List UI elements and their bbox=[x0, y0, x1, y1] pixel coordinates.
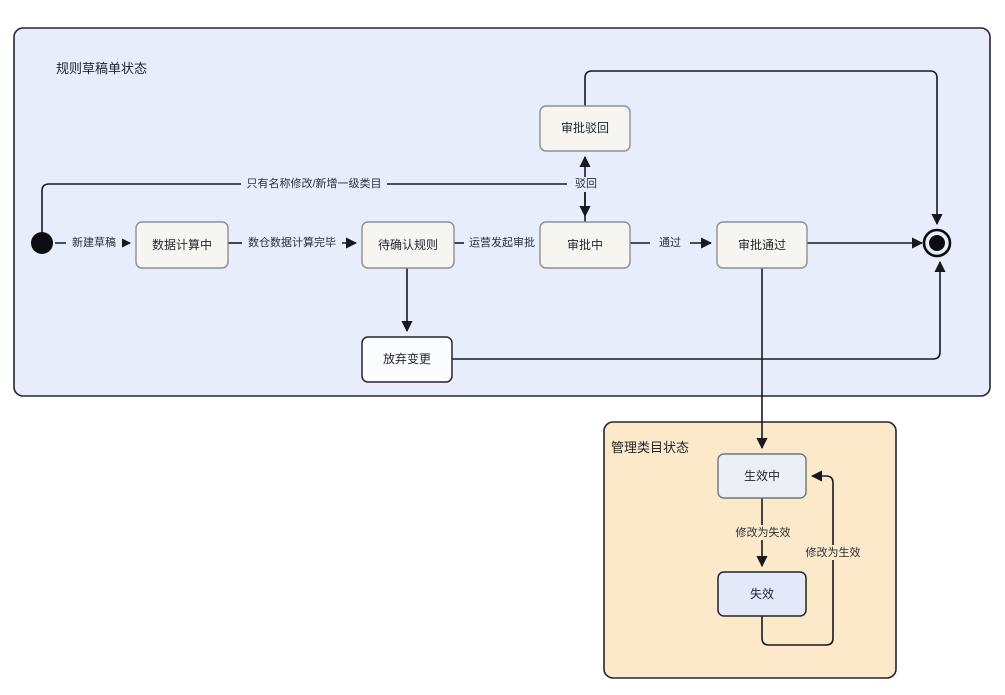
node-pending-confirm-rule-label: 待确认规则 bbox=[378, 237, 438, 252]
edge-label-new-draft: 新建草稿 bbox=[72, 235, 116, 249]
node-approval-rejected-box[interactable] bbox=[539, 105, 631, 152]
edge-label-approved: 通过 bbox=[659, 236, 681, 249]
node-effective[interactable]: 生效中 bbox=[717, 453, 807, 499]
node-approval-rejected-label: 审批驳回 bbox=[561, 120, 609, 135]
panel-rule-draft: 规则草稿单状态 bbox=[13, 27, 991, 397]
edge-rename-shortcut bbox=[41, 183, 585, 232]
initial-state-dot bbox=[31, 232, 53, 254]
node-invalid-label: 失效 bbox=[750, 586, 774, 601]
panel-managed-category-bg bbox=[603, 421, 897, 679]
node-invalid-box[interactable] bbox=[717, 571, 807, 617]
node-approved[interactable]: 审批通过 bbox=[716, 221, 808, 269]
node-invalid[interactable]: 失效 bbox=[717, 571, 807, 617]
edge-label-start-approval: 运营发起审批 bbox=[469, 235, 535, 249]
label-bg bbox=[464, 236, 540, 251]
label-bg bbox=[728, 525, 798, 540]
edge-label-calc-done: 数仓数据计算完毕 bbox=[248, 235, 336, 249]
edge-reject-to-final bbox=[584, 70, 943, 226]
node-data-calculating-label: 数据计算中 bbox=[152, 237, 212, 252]
edge-label-rename-shortcut: 只有名称修改/新增一级类目 bbox=[246, 176, 381, 190]
node-abandon-change-box[interactable] bbox=[361, 336, 453, 383]
label-bg bbox=[241, 177, 387, 192]
node-pending-confirm-rule-box[interactable] bbox=[361, 221, 455, 269]
node-pending-confirm-rule[interactable]: 待确认规则 bbox=[361, 221, 455, 269]
panel-rule-draft-bg bbox=[13, 27, 991, 397]
panel-rule-draft-title: 规则草稿单状态 bbox=[56, 61, 147, 76]
node-data-calculating[interactable]: 数据计算中 bbox=[135, 221, 229, 269]
node-effective-box[interactable] bbox=[717, 453, 807, 499]
initial-state-marker bbox=[31, 232, 53, 254]
node-abandon-change[interactable]: 放弃变更 bbox=[361, 336, 453, 383]
node-approved-label: 审批通过 bbox=[738, 237, 786, 252]
label-bg bbox=[650, 236, 690, 251]
edge-label-to-effective: 修改为生效 bbox=[806, 545, 861, 559]
label-bg bbox=[567, 177, 605, 192]
final-state-ring bbox=[922, 228, 952, 258]
node-effective-label: 生效中 bbox=[744, 468, 780, 483]
node-approving[interactable]: 审批中 bbox=[539, 221, 631, 269]
node-approving-label: 审批中 bbox=[567, 237, 603, 252]
label-bg bbox=[66, 236, 122, 251]
panel-managed-category-title: 管理类目状态 bbox=[611, 440, 689, 455]
edge-label-to-invalid: 修改为失效 bbox=[736, 525, 791, 539]
node-abandon-change-label: 放弃变更 bbox=[383, 351, 431, 366]
final-state-dot bbox=[929, 235, 945, 251]
edge-abandon-to-final bbox=[452, 260, 946, 360]
node-approved-box[interactable] bbox=[716, 221, 808, 269]
label-bg bbox=[242, 236, 342, 251]
node-approving-box[interactable] bbox=[539, 221, 631, 269]
label-bg bbox=[798, 545, 868, 560]
edge-to-effective bbox=[761, 470, 834, 646]
final-state-marker bbox=[922, 228, 952, 258]
edge-label-rejected: 驳回 bbox=[575, 177, 597, 190]
panel-managed-category: 管理类目状态 bbox=[603, 421, 897, 679]
node-data-calculating-box[interactable] bbox=[135, 221, 229, 269]
node-approval-rejected[interactable]: 审批驳回 bbox=[539, 105, 631, 152]
edge-labels: 新建草稿 数仓数据计算完毕 运营发起审批 通过 驳回 只有名称修改/新增一级类目… bbox=[66, 176, 868, 560]
